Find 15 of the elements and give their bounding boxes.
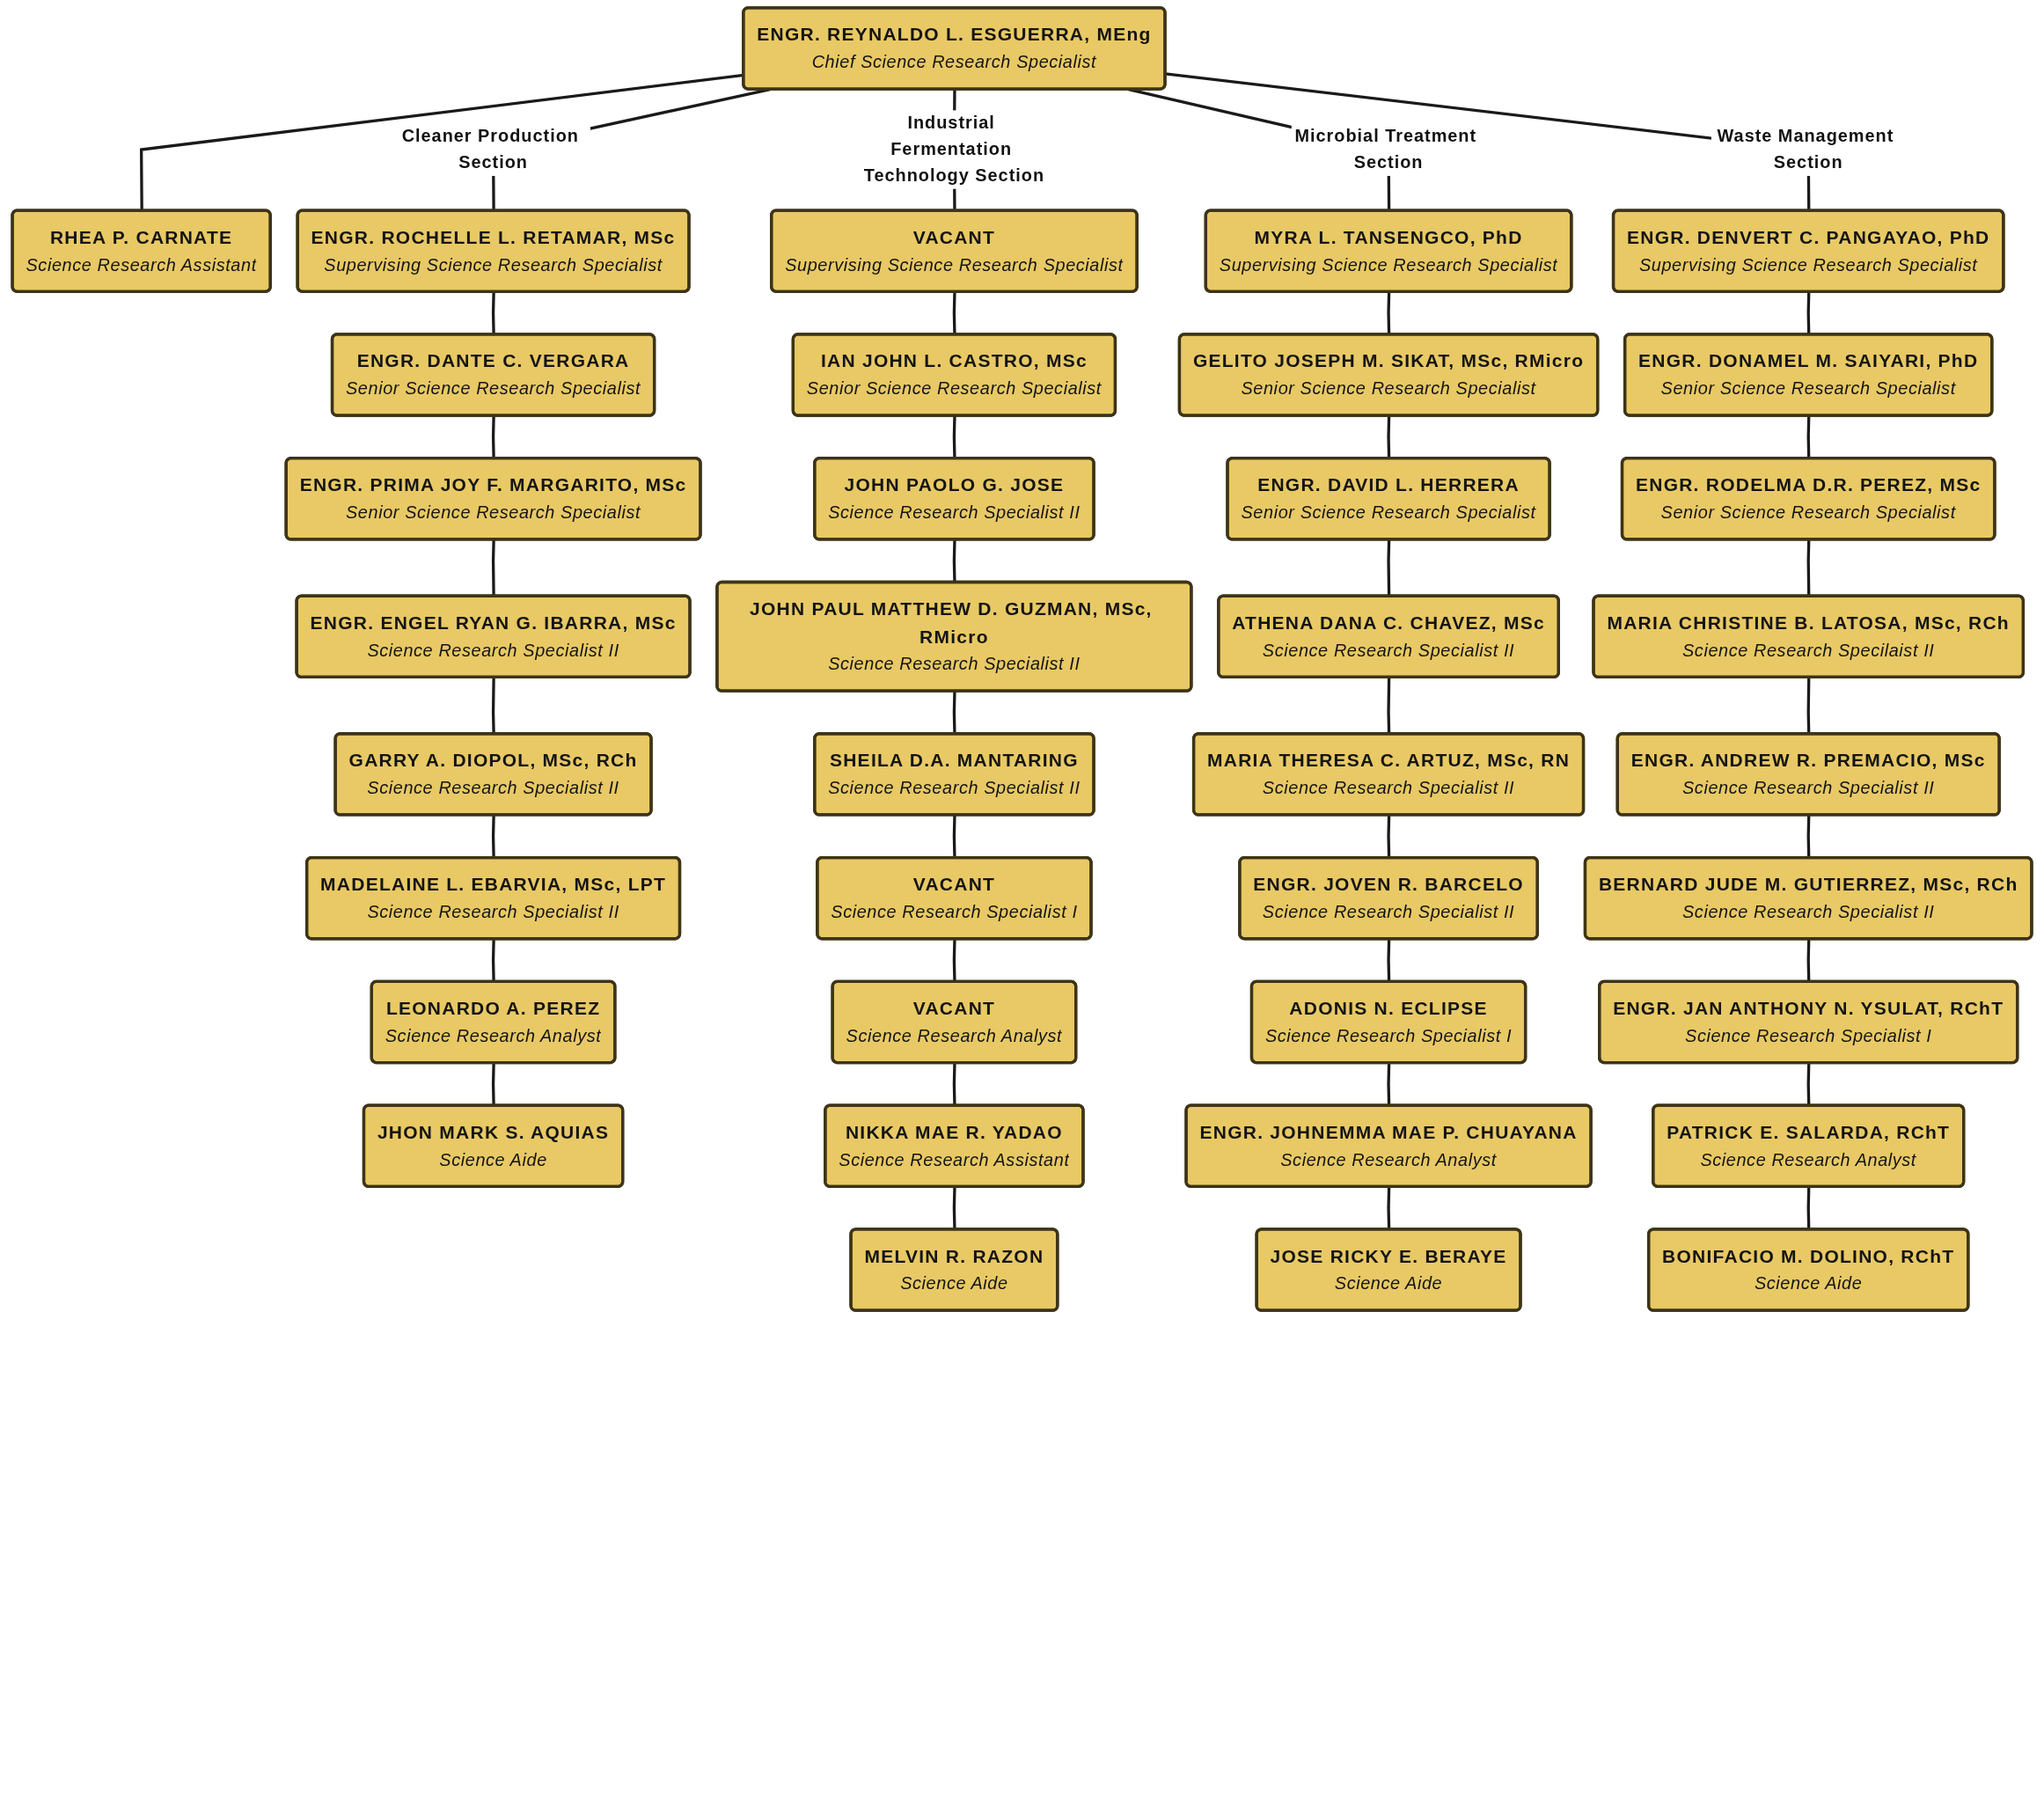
connector [491, 539, 495, 597]
connector [1387, 1063, 1391, 1106]
edge-label: Cleaner Production Section [401, 126, 579, 172]
connector [491, 1063, 495, 1106]
connector [1806, 939, 1811, 982]
connector [952, 1063, 956, 1106]
connector [491, 939, 495, 982]
edge-label: Waste Management Section [1717, 126, 1894, 172]
edge-label: Microbial Treatment Section [1294, 126, 1477, 172]
connector [1387, 939, 1391, 982]
connector [1806, 1063, 1811, 1106]
edge-label: Industrial Fermentation Technology Section [863, 113, 1045, 186]
connector [1806, 539, 1811, 597]
connector [952, 939, 956, 982]
connector [1387, 539, 1391, 597]
